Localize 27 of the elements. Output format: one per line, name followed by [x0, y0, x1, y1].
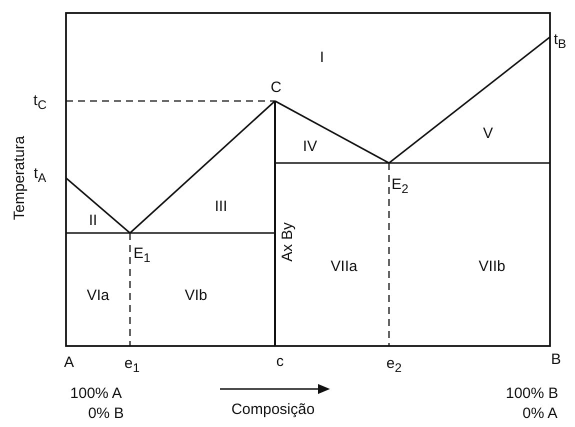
- axis-title: Composição: [231, 402, 315, 418]
- compound-label: Ax By: [280, 222, 296, 262]
- point-label: E$_{1}$: [134, 246, 150, 266]
- region-label: III: [214, 198, 228, 216]
- composition-label: 0% B: [88, 406, 124, 422]
- point-label: E$_{2}$: [392, 177, 408, 197]
- region-label: VIIa: [330, 258, 358, 276]
- region-label: I: [320, 50, 324, 66]
- region-label: VIb: [184, 288, 208, 304]
- region-label: IV: [302, 138, 318, 156]
- point-label: C: [270, 80, 282, 96]
- axis-value-label: t$_{B}$: [554, 32, 566, 52]
- composition-label: 100% A: [70, 386, 122, 402]
- composition-label: 0% A: [522, 406, 558, 422]
- axis-value-label: t$_{C}$: [33, 93, 47, 113]
- axis-title: Temperatura: [12, 136, 28, 220]
- axis-value-label: t$_{A}$: [34, 166, 46, 186]
- axis-value-label: e$_{1}$: [124, 356, 140, 376]
- composition-label: 100% B: [506, 386, 558, 402]
- axis-value-label: e$_{2}$: [386, 356, 402, 376]
- region-label: VIIb: [478, 258, 506, 276]
- axis-value-label: c: [276, 354, 284, 370]
- axis-value-label: A: [64, 354, 74, 372]
- region-label: V: [483, 126, 493, 142]
- axis-value-label: B: [551, 352, 561, 368]
- region-label: VIa: [86, 288, 110, 304]
- region-label: II: [88, 212, 98, 230]
